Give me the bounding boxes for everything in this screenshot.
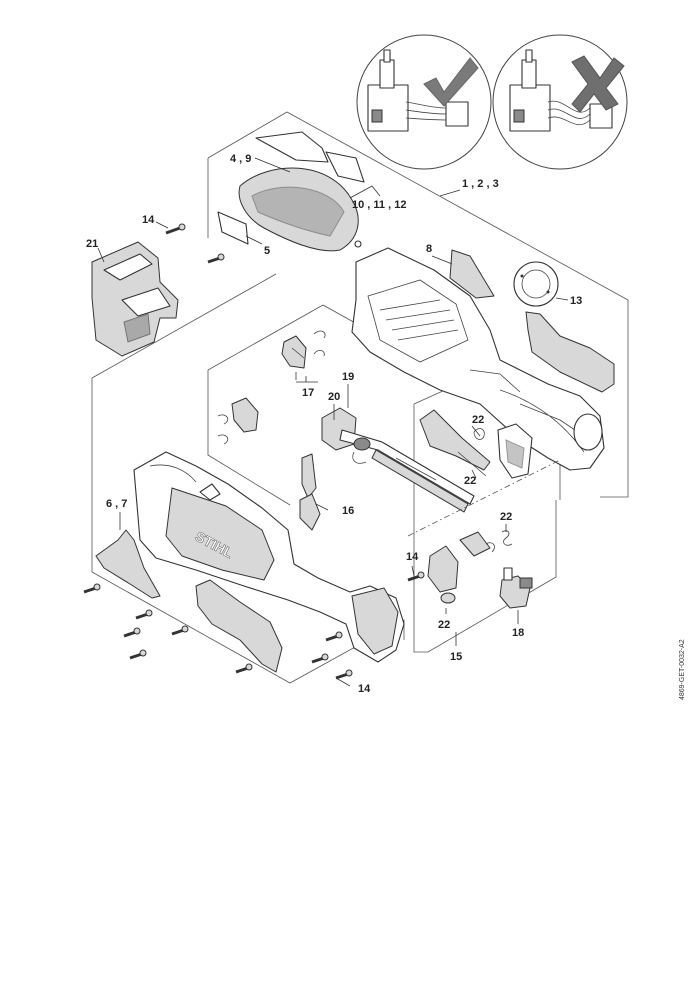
part-8-pad <box>449 249 495 299</box>
part-lower-cover <box>195 579 283 673</box>
part-22-spring <box>501 530 513 546</box>
callout-6-7: 6 , 7 <box>106 498 127 510</box>
part-grip-strip <box>525 311 615 393</box>
callout-17: 17 <box>302 387 314 399</box>
callout-20: 20 <box>328 391 340 403</box>
callout-14-top: 14 <box>142 214 155 226</box>
callout-22-d: 22 <box>438 619 450 631</box>
callout-8: 8 <box>426 243 432 255</box>
callout-21: 21 <box>86 238 98 250</box>
part-16-levers <box>299 453 321 531</box>
part-22-lower-ring <box>440 592 456 604</box>
callout-10-11-12: 10 , 11 , 12 <box>352 199 406 211</box>
callout-4-9: 4 , 9 <box>230 153 251 165</box>
screw-14-top <box>165 223 186 235</box>
part-13-disc <box>513 261 559 307</box>
part-1-2-3-housing-shell <box>351 247 605 471</box>
part-spring-clip <box>217 397 259 445</box>
callout-14-mid: 14 <box>406 551 419 563</box>
group-outline-lower <box>91 158 405 684</box>
part-5-decal <box>217 211 249 245</box>
callout-19: 19 <box>342 371 354 383</box>
callout-13: 13 <box>570 295 582 307</box>
callout-18: 18 <box>512 627 524 639</box>
callout-22-a: 22 <box>472 414 484 426</box>
callout-16: 16 <box>342 505 354 517</box>
part-cover-top <box>238 167 359 252</box>
callout-22-c: 22 <box>500 511 512 523</box>
part-10-12-decal <box>325 151 365 183</box>
part-4-9-decal <box>255 131 329 163</box>
inset-correct-wiring <box>356 34 492 170</box>
document-id: 4869-GET-0032-A2 <box>679 639 686 700</box>
inset-incorrect-wiring <box>492 34 628 170</box>
part-22-trigger-upper <box>419 409 533 479</box>
part-22-lower-cover <box>427 531 495 593</box>
callout-labels: 1 , 2 , 3 4 , 9 10 , 11 , 12 14 21 5 8 1… <box>86 153 582 695</box>
part-6-7-side-strip <box>95 529 161 599</box>
callout-5: 5 <box>264 245 270 257</box>
callout-22-b: 22 <box>464 475 476 487</box>
assembly-axis-line <box>407 459 561 537</box>
group-outline-upper <box>207 111 629 498</box>
screw-14-mid <box>407 571 425 582</box>
part-19-20-switch-assembly <box>321 407 475 513</box>
part-18-switch <box>499 567 533 609</box>
leader-lines <box>97 157 569 687</box>
screws-lower-cluster <box>83 583 353 680</box>
callout-15: 15 <box>450 651 462 663</box>
callout-14-bottom: 14 <box>358 683 371 695</box>
part-handle-housing: STIHL <box>133 451 405 663</box>
callout-1-2-3: 1 , 2 , 3 <box>462 178 499 190</box>
checkmark-icon <box>423 57 479 107</box>
cross-icon <box>571 55 625 113</box>
part-17-latch <box>281 330 326 369</box>
screw-14-left <box>207 253 225 264</box>
